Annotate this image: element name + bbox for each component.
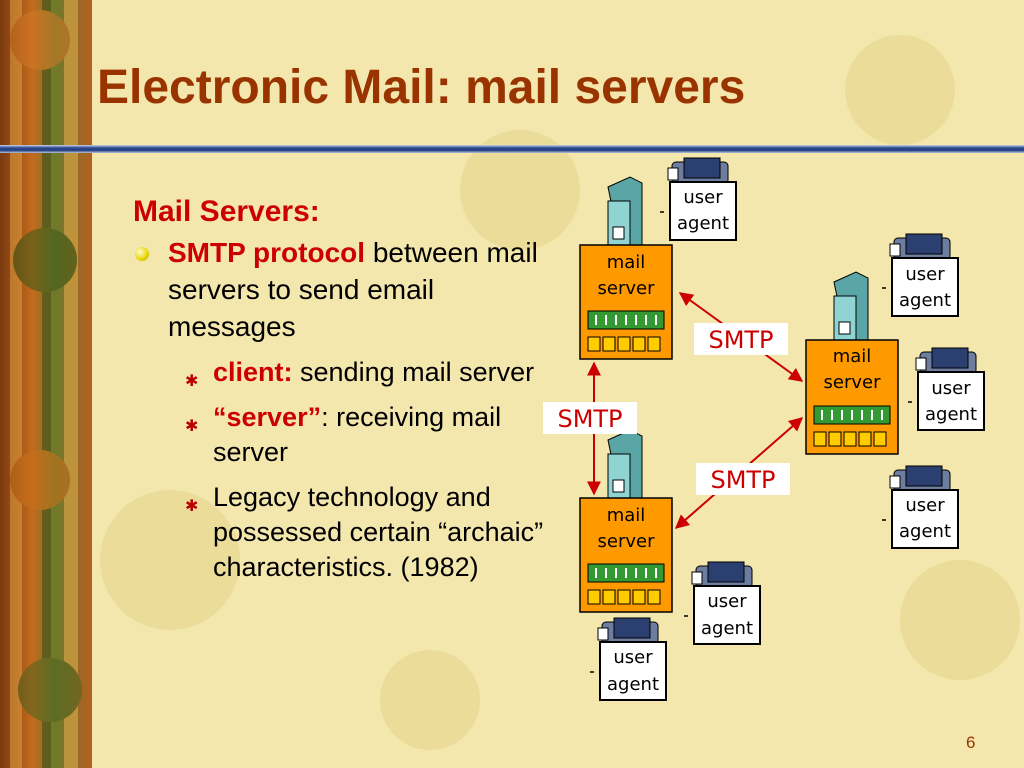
bullet-text: between mail servers to send email messa…	[168, 237, 538, 342]
title-divider	[0, 145, 1024, 153]
bullet-asterisk-icon: ✱	[185, 498, 199, 515]
server-label-line2: server	[824, 372, 882, 393]
user-agent-label-line2: agent	[701, 618, 753, 639]
bullet-asterisk-icon: ✱	[185, 373, 199, 390]
server-label-line1: mail	[833, 346, 872, 367]
bullet-asterisk-icon: ✱	[185, 418, 199, 435]
sub-bullet-text: Legacy technology and possessed certain …	[213, 482, 544, 582]
sub-bullet-text: : receiving mail server	[213, 402, 502, 467]
user-agent-label-line1: user	[707, 591, 747, 612]
user-agent-label-line2: agent	[925, 404, 977, 425]
sub-bullet-client: ✱ client: sending mail server	[133, 355, 563, 390]
slide-title: Electronic Mail: mail servers	[97, 61, 746, 114]
user-agent-label-line1: user	[905, 495, 945, 516]
smtp-label: SMTP	[708, 326, 773, 354]
sub-bullet-text: sending mail server	[292, 357, 535, 387]
bullet-dot-icon	[135, 247, 149, 261]
server-label-line2: server	[598, 278, 656, 299]
server-label-line2: server	[598, 531, 656, 552]
user-agent-label-line1: user	[683, 187, 723, 208]
bullet-bold-text: SMTP protocol	[168, 237, 366, 268]
user-agent-label-line2: agent	[899, 521, 951, 542]
user-agent-label-line2: agent	[607, 674, 659, 695]
page-number: 6	[966, 733, 976, 752]
user-agent-label-line2: agent	[677, 213, 729, 234]
user-agent-label-line1: user	[613, 647, 653, 668]
smtp-label: SMTP	[557, 405, 622, 433]
sub-bullet-server: ✱ “server”: receiving mail server	[133, 400, 563, 470]
smtp-label: SMTP	[710, 466, 775, 494]
user-agent-label-line1: user	[905, 264, 945, 285]
slide-content: Mail Servers: SMTP protocol between mail…	[133, 194, 563, 585]
user-agent-label-line1: user	[931, 378, 971, 399]
sub-bullet-bold-text: client:	[213, 357, 293, 387]
bullet-smtp-protocol: SMTP protocol between mail servers to se…	[133, 234, 563, 345]
server-label-line1: mail	[607, 252, 646, 273]
sub-bullet-legacy: ✱ Legacy technology and possessed certai…	[133, 480, 563, 585]
user-agent-label-line2: agent	[899, 290, 951, 311]
server-label-line1: mail	[607, 505, 646, 526]
sub-bullet-bold-text: “server”	[213, 402, 322, 432]
content-heading: Mail Servers:	[133, 195, 320, 228]
